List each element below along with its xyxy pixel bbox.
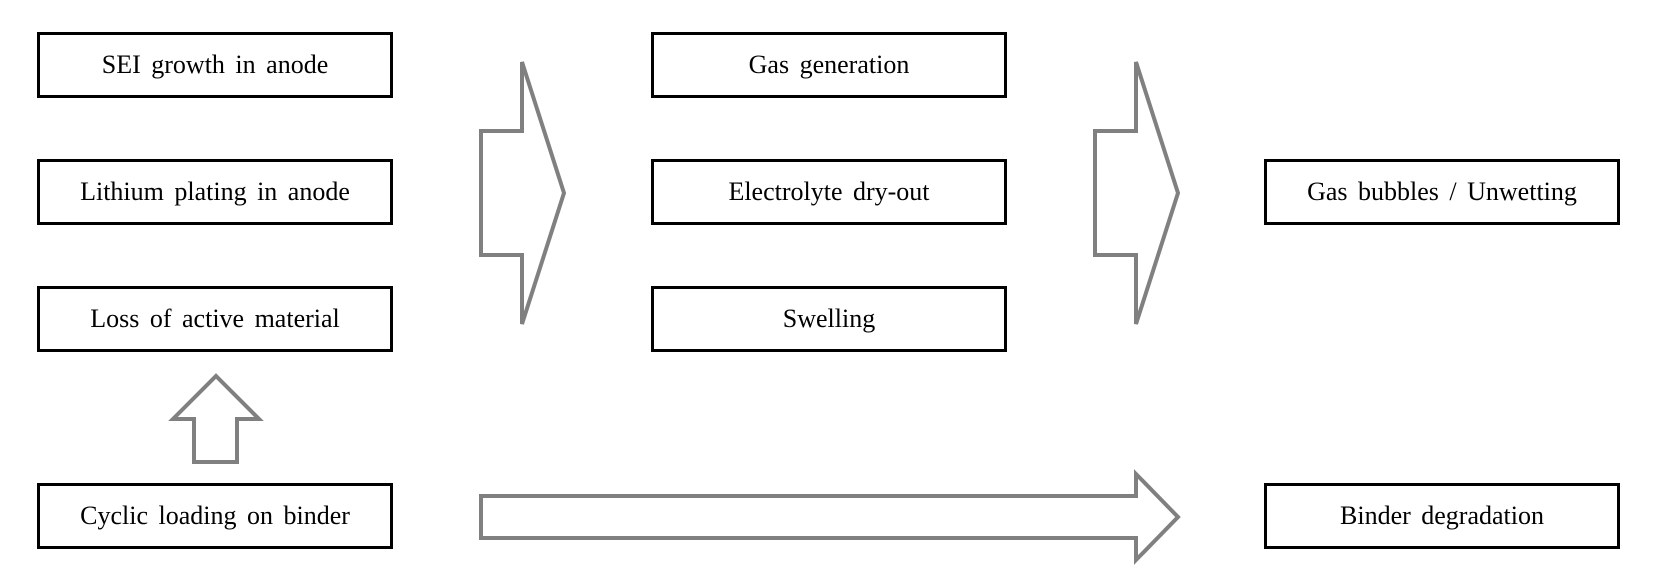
outcome-box-gas-bubbles: Gas bubbles / Unwetting <box>1264 159 1620 225</box>
up-arrow-binder-to-material <box>168 373 264 464</box>
cause-box-lithium-plating: Lithium plating in anode <box>37 159 393 225</box>
long-right-arrow-binder <box>479 469 1181 565</box>
cause-label-sei-growth: SEI growth in anode <box>101 50 329 79</box>
cause-label-cyclic-loading: Cyclic loading on binder <box>80 501 350 530</box>
effect-box-swelling: Swelling <box>651 286 1007 352</box>
effect-box-electrolyte-dryout: Electrolyte dry-out <box>651 159 1007 225</box>
right-block-arrow-causes-to-effects <box>479 61 567 325</box>
outcome-label-binder-degradation: Binder degradation <box>1340 501 1544 530</box>
right-block-arrow-effects-to-outcome <box>1093 61 1181 325</box>
cause-box-loss-active-material: Loss of active material <box>37 286 393 352</box>
outcome-label-gas-bubbles: Gas bubbles / Unwetting <box>1307 177 1577 206</box>
cause-label-lithium-plating: Lithium plating in anode <box>80 177 350 206</box>
effect-box-gas-generation: Gas generation <box>651 32 1007 98</box>
cause-label-loss-active-material: Loss of active material <box>90 304 340 333</box>
outcome-box-binder-degradation: Binder degradation <box>1264 483 1620 549</box>
effect-label-gas-generation: Gas generation <box>748 50 910 79</box>
cause-box-sei-growth: SEI growth in anode <box>37 32 393 98</box>
effect-label-electrolyte-dryout: Electrolyte dry-out <box>728 177 930 206</box>
effect-label-swelling: Swelling <box>782 304 876 333</box>
cause-box-cyclic-loading: Cyclic loading on binder <box>37 483 393 549</box>
